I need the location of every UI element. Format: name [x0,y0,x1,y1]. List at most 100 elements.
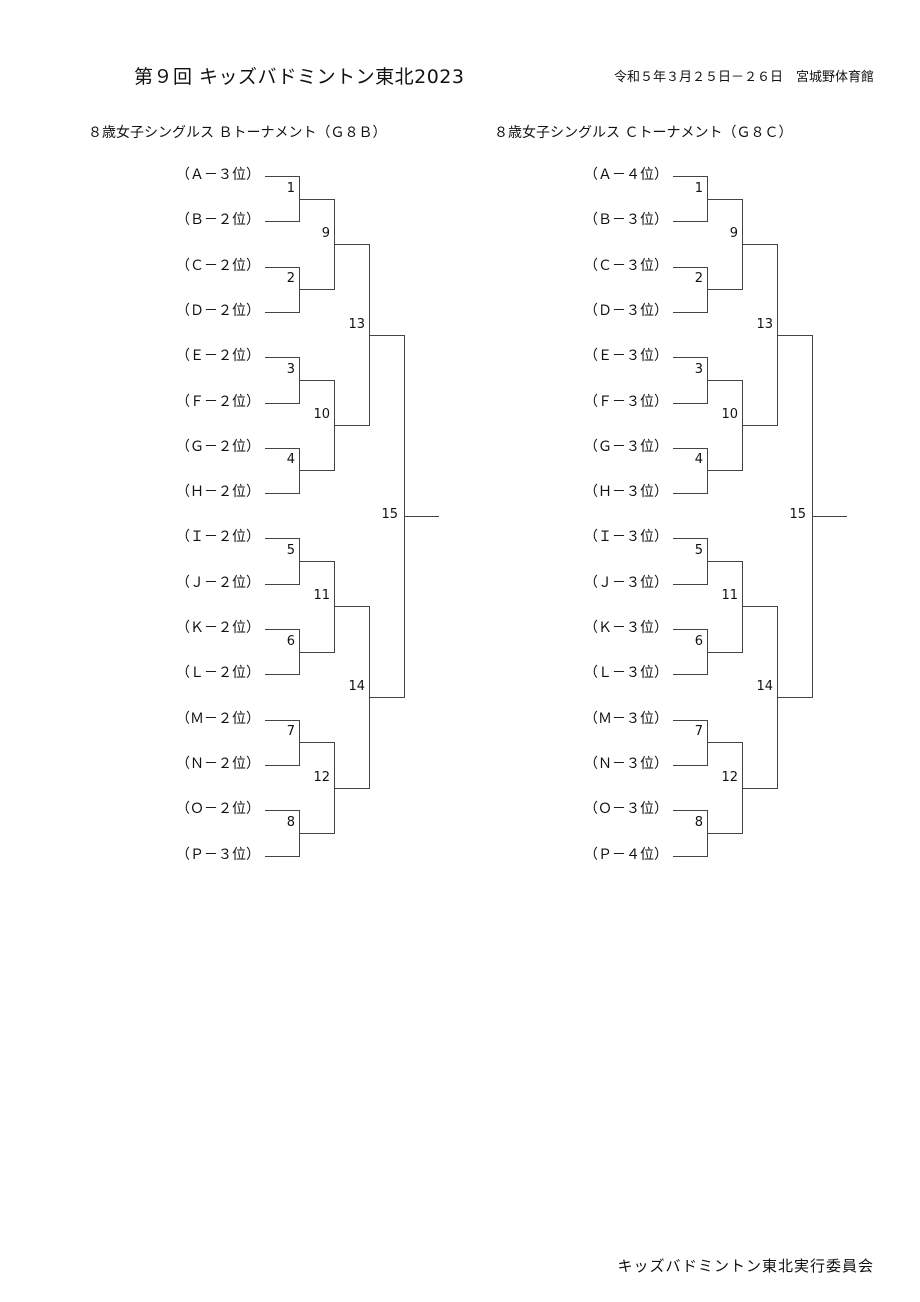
match-number: 14 [348,678,365,694]
player-label: （Ｂ－３位） [584,212,668,229]
player-line [673,810,707,811]
player-label: （Ｈ－２位） [176,484,260,501]
match-line [707,470,742,471]
tournament-title: ８歳女子シングルス Ｃトーナメント（Ｇ８Ｃ） [494,125,793,141]
player-line [673,221,707,222]
match-number: 10 [313,407,330,423]
match-line [707,561,742,562]
match-connector [707,720,708,766]
match-line [334,425,369,426]
player-label: （Ａ－４位） [584,167,668,183]
match-number: 4 [286,452,295,468]
match-line [707,289,742,290]
match-number: 11 [721,588,738,604]
player-line [673,674,707,675]
player-label: （Ｉ－２位） [176,529,260,546]
player-label: （Ｌ－３位） [584,665,668,682]
player-label: （Ｆ－２位） [176,393,260,410]
match-line [707,742,742,743]
match-number: 12 [721,769,738,785]
date-venue: 令和５年３月２５日－２６日 宮城野体育館 [613,70,874,85]
match-line [707,380,742,381]
match-connector [299,448,300,494]
player-label: （Ｌ－２位） [176,665,260,682]
player-label: （Ｃ－２位） [176,257,260,274]
player-label: （Ｍ－３位） [584,710,668,727]
match-number: 12 [313,769,330,785]
match-number: 1 [286,180,295,196]
match-number: 13 [756,316,773,332]
match-number: 9 [729,225,738,241]
player-label: （Ｈ－３位） [584,484,668,501]
player-line [673,403,707,404]
match-number: 3 [694,361,703,377]
player-line [265,810,299,811]
match-number: 7 [286,724,295,740]
player-label: （Ｐ－４位） [584,846,668,863]
player-line [265,312,299,313]
final-line [404,516,439,517]
match-number: 3 [286,361,295,377]
player-line [265,629,299,630]
player-label: （Ｉ－３位） [584,529,668,546]
player-line [673,629,707,630]
match-line [742,425,777,426]
player-line [265,176,299,177]
player-line [265,765,299,766]
match-connector [299,720,300,766]
match-number: 11 [313,588,330,604]
match-line [334,244,369,245]
final-number: 15 [381,506,398,522]
player-label: （Ｎ－３位） [584,755,668,772]
player-label: （Ｇ－３位） [584,438,668,455]
player-label: （Ｊ－３位） [584,574,668,591]
match-number: 8 [286,814,295,830]
player-label: （Ｆ－３位） [584,393,668,410]
match-line [299,652,334,653]
match-line [299,833,334,834]
player-line [265,357,299,358]
player-line [673,856,707,857]
player-line [265,720,299,721]
player-label: （Ｅ－２位） [176,348,260,365]
match-line [334,788,369,789]
player-line [673,448,707,449]
match-number: 8 [694,814,703,830]
match-number: 1 [694,180,703,196]
player-label: （Ｄ－２位） [176,302,260,319]
player-label: （Ｏ－２位） [176,801,260,818]
match-line [299,470,334,471]
match-line [369,335,404,336]
match-connector [707,267,708,313]
match-line [742,606,777,607]
player-label: （Ｇ－２位） [176,438,260,455]
player-line [265,538,299,539]
match-line [299,289,334,290]
tournament-title: ８歳女子シングルス Ｂトーナメント（Ｇ８Ｂ） [88,125,387,141]
player-label: （Ｃ－３位） [584,257,668,274]
match-line [334,606,369,607]
player-line [265,856,299,857]
player-label: （Ｊ－２位） [176,574,260,591]
match-connector [334,561,335,653]
player-line [673,176,707,177]
match-number: 2 [286,271,295,287]
final-line [812,516,847,517]
player-label: （Ｋ－３位） [584,620,668,636]
player-line [673,312,707,313]
match-number: 10 [721,407,738,423]
player-line [673,584,707,585]
player-line [265,403,299,404]
page-title: 第９回 キッズバドミントン東北2023 [134,66,465,88]
player-line [265,221,299,222]
match-number: 4 [694,452,703,468]
match-number: 14 [756,678,773,694]
player-line [265,267,299,268]
player-label: （Ａ－３位） [176,167,260,183]
player-line [265,584,299,585]
match-line [299,380,334,381]
match-number: 6 [694,633,703,649]
player-line [265,674,299,675]
